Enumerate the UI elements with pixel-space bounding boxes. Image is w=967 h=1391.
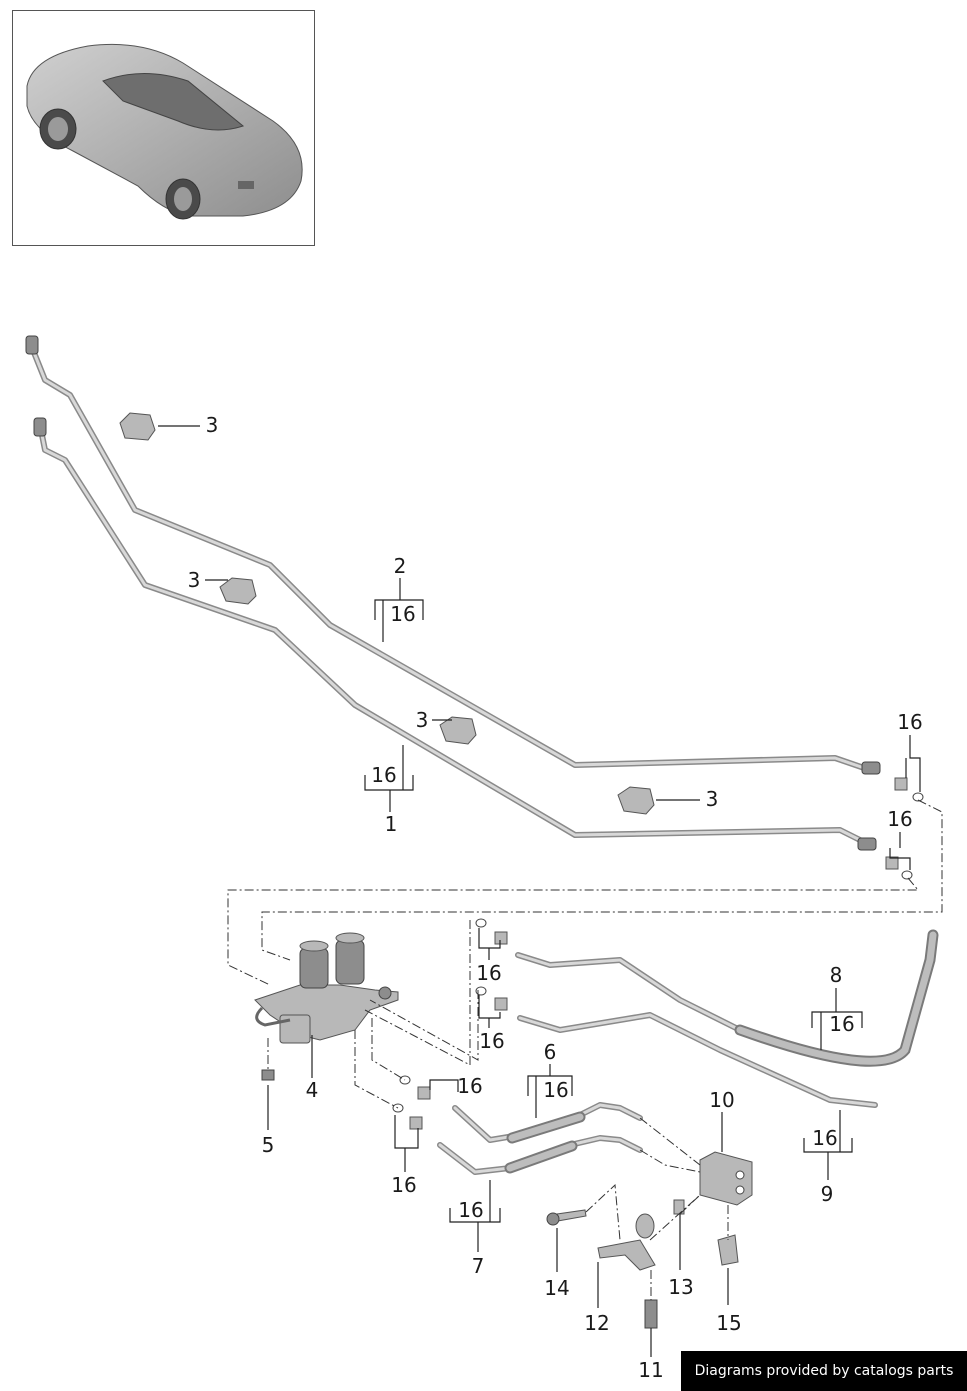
callout-6[interactable]: 6	[543, 1040, 557, 1064]
seal-group-middle	[392, 918, 508, 1130]
callout-16-line8-seal-a[interactable]: 16	[476, 961, 502, 985]
distributor-block[interactable]	[699, 1151, 753, 1206]
bracket-12[interactable]	[597, 1213, 656, 1271]
clip-3c[interactable]	[439, 716, 477, 745]
callout-16-line8-seal-b[interactable]: 16	[479, 1029, 505, 1053]
callout-16-line8[interactable]: 16	[829, 1012, 855, 1036]
callout-5[interactable]: 5	[261, 1133, 275, 1157]
clip-15[interactable]	[717, 1234, 739, 1266]
assembly-lines	[227, 799, 943, 1300]
bolt-5[interactable]	[261, 1038, 275, 1081]
credit-banner: Diagrams provided by catalogs parts	[681, 1351, 967, 1391]
seal-group-upper	[885, 777, 924, 880]
callout-2[interactable]: 2	[393, 554, 407, 578]
bolt-11[interactable]	[644, 1299, 658, 1329]
callout-7[interactable]: 7	[471, 1254, 485, 1278]
callout-16-line9[interactable]: 16	[812, 1126, 838, 1150]
callout-14[interactable]: 14	[544, 1276, 570, 1300]
callout-15[interactable]: 15	[716, 1311, 742, 1335]
brake-line-9[interactable]	[517, 1012, 878, 1108]
clip-3d[interactable]	[617, 786, 655, 815]
callout-9[interactable]: 9	[820, 1182, 834, 1206]
callout-16-line6[interactable]: 16	[543, 1078, 569, 1102]
callout-3d[interactable]: 3	[705, 787, 719, 811]
callout-3c[interactable]: 3	[415, 708, 429, 732]
leader-lines	[158, 425, 921, 1357]
callout-16-line2[interactable]: 16	[390, 602, 416, 626]
callout-8[interactable]: 8	[829, 963, 843, 987]
callout-11[interactable]: 11	[638, 1358, 664, 1382]
callout-4[interactable]: 4	[305, 1078, 319, 1102]
callout-16-line7[interactable]: 16	[458, 1198, 484, 1222]
brake-line-1[interactable]	[33, 417, 877, 851]
callout-16-line6-seal-a[interactable]: 16	[457, 1074, 483, 1098]
callout-10[interactable]: 10	[709, 1088, 735, 1112]
callout-16-line1[interactable]: 16	[371, 763, 397, 787]
brake-line-7[interactable]	[437, 1135, 643, 1175]
clip-3b[interactable]	[219, 577, 257, 605]
brake-line-6[interactable]	[452, 1102, 643, 1144]
bolt-14[interactable]	[546, 1209, 587, 1226]
callout-3a[interactable]: 3	[205, 413, 219, 437]
callout-16-line6-seal-b[interactable]: 16	[391, 1173, 417, 1197]
callout-3b[interactable]: 3	[187, 568, 201, 592]
callout-16-upper-right-b[interactable]: 16	[887, 807, 913, 831]
callout-1[interactable]: 1	[384, 812, 398, 836]
brake-line-8[interactable]	[515, 929, 939, 1067]
callout-16-upper-right-a[interactable]: 16	[897, 710, 923, 734]
callout-13[interactable]: 13	[668, 1275, 694, 1299]
vehicle-inset	[12, 10, 315, 246]
clip-3a[interactable]	[119, 412, 156, 441]
hydraulic-unit[interactable]	[254, 932, 399, 1044]
callout-12[interactable]: 12	[584, 1311, 610, 1335]
brake-line-2[interactable]	[25, 335, 881, 775]
car-icon	[26, 43, 303, 220]
